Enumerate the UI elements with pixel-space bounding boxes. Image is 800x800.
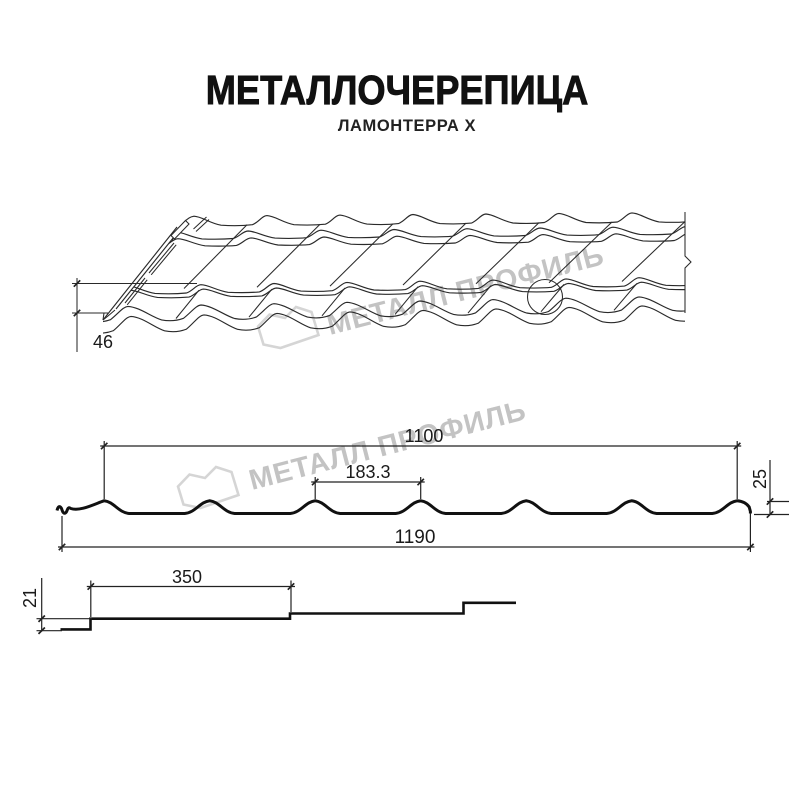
svg-text:1190: 1190 (395, 527, 436, 548)
svg-text:1100: 1100 (405, 426, 444, 446)
svg-text:25: 25 (750, 469, 770, 489)
svg-text:183.3: 183.3 (345, 462, 390, 482)
svg-text:350: 350 (172, 567, 202, 587)
svg-text:МЕТАЛЛОЧЕРЕПИЦА: МЕТАЛЛОЧЕРЕПИЦА (206, 68, 589, 114)
svg-text:ЛАМОНТЕРРА Х: ЛАМОНТЕРРА Х (338, 117, 476, 135)
svg-text:21: 21 (20, 588, 40, 608)
svg-text:46: 46 (93, 332, 113, 352)
